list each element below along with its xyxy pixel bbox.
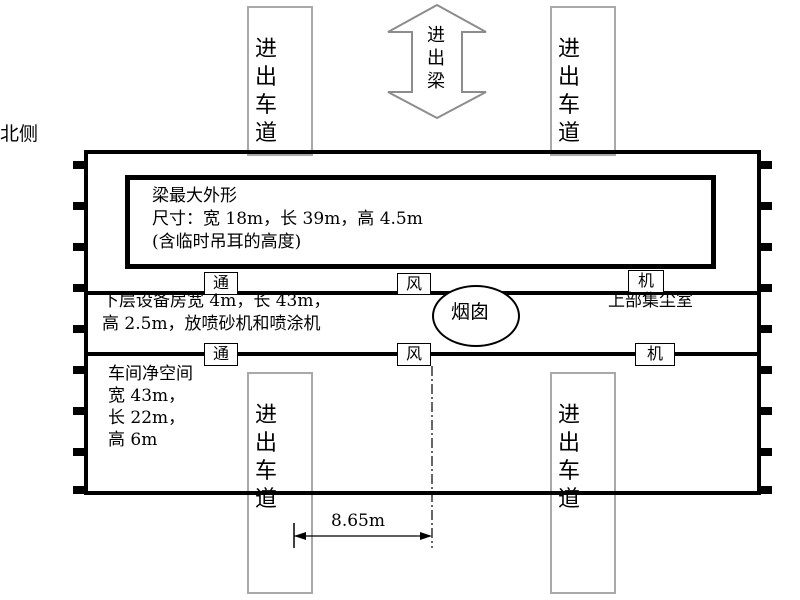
wall-tab bbox=[761, 448, 772, 456]
chimney-label: 烟囱 bbox=[451, 301, 490, 323]
wall-tab bbox=[761, 161, 772, 169]
vent-feng-upper: 风 bbox=[397, 273, 431, 295]
beam-outline-box bbox=[125, 175, 716, 269]
wall-tab bbox=[761, 243, 772, 251]
dimension-label: 8.65m bbox=[331, 511, 385, 531]
lane-bottom-left bbox=[247, 372, 313, 594]
lane-bottom-right bbox=[550, 372, 616, 594]
lane-bottom-right-label: 进 出 车 道 bbox=[558, 403, 581, 512]
beam-size-line3: (含临时吊耳的高度) bbox=[152, 232, 302, 252]
wall-tab bbox=[761, 284, 772, 292]
wall-tab bbox=[73, 161, 84, 169]
wall-tab bbox=[761, 407, 772, 415]
lane-top-right bbox=[550, 6, 616, 156]
beam-arrow-label: 进 出 梁 bbox=[427, 25, 445, 92]
north-side-label: 北侧 bbox=[0, 123, 39, 145]
workshop-line1: 车间净空间 bbox=[108, 364, 193, 384]
wall-tab bbox=[761, 366, 772, 374]
building-left-edge bbox=[84, 150, 88, 495]
chimney-circle bbox=[432, 285, 520, 347]
lane-top-left bbox=[247, 6, 313, 156]
wall-tab bbox=[761, 325, 772, 333]
lane-top-right-label: 进 出 车 道 bbox=[558, 37, 581, 146]
vent-tong-upper: 通 bbox=[204, 272, 238, 295]
beam-size-line1: 梁最大外形 bbox=[152, 186, 237, 206]
wall-tab bbox=[73, 366, 84, 374]
dust-room-label: 上部集尘室 bbox=[608, 291, 693, 311]
wall-tab bbox=[761, 202, 772, 210]
vent-ji-upper: 机 bbox=[628, 270, 664, 293]
vent-tong-lower: 通 bbox=[204, 343, 238, 366]
building-top-edge bbox=[84, 150, 761, 154]
wall-tab bbox=[73, 486, 84, 494]
equipment-room-line1: 下层设备房宽 4m，长 43m， bbox=[102, 291, 331, 311]
wall-tab bbox=[73, 243, 84, 251]
vent-ji-lower: 机 bbox=[635, 343, 675, 366]
building-right-edge bbox=[757, 150, 761, 495]
beam-double-arrow bbox=[387, 3, 487, 120]
building-bottom-edge bbox=[84, 491, 761, 495]
wall-tab bbox=[73, 325, 84, 333]
workshop-line3: 长 22m， bbox=[108, 408, 186, 428]
lane-bottom-left-label: 进 出 车 道 bbox=[255, 403, 278, 512]
workshop-line2: 宽 43m， bbox=[108, 386, 186, 406]
wall-tab bbox=[73, 202, 84, 210]
vent-feng-lower: 风 bbox=[397, 343, 431, 366]
workshop-line4: 高 6m bbox=[108, 430, 158, 450]
wall-tab bbox=[73, 407, 84, 415]
wall-tab bbox=[73, 448, 84, 456]
beam-size-line2: 尺寸：宽 18m，长 39m，高 4.5m bbox=[152, 209, 423, 229]
equipment-room-line2: 高 2.5m，放喷砂机和喷涂机 bbox=[102, 314, 321, 334]
wall-tab bbox=[761, 486, 772, 494]
lane-top-left-label: 进 出 车 道 bbox=[255, 37, 278, 146]
wall-tab bbox=[73, 284, 84, 292]
